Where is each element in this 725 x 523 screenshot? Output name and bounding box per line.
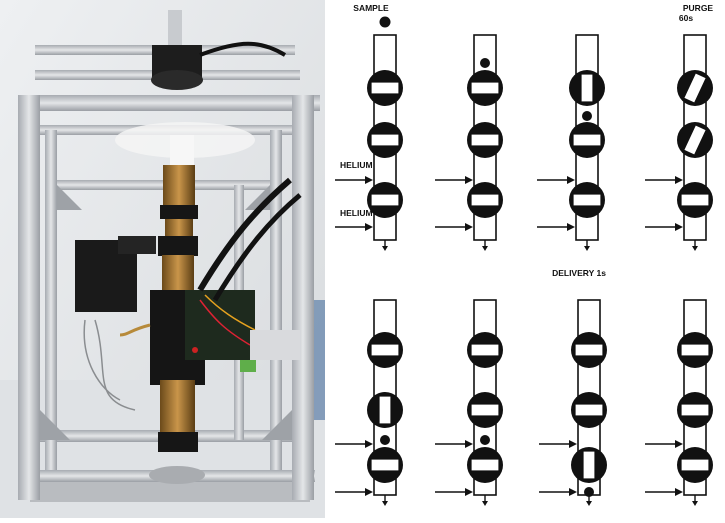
valve-bore-closed [680, 458, 710, 472]
sample-pellet-top [379, 16, 391, 28]
sample-pellet [582, 111, 592, 121]
helium-flow-arrowhead [675, 176, 683, 184]
valve-bore-closed [470, 343, 500, 357]
valve-bore-closed [470, 81, 500, 95]
valve-bore-closed [680, 193, 710, 207]
helium-flow-arrowhead [365, 488, 373, 496]
helium-flow-arrowhead [675, 440, 683, 448]
valve-bore-closed [470, 458, 500, 472]
helium-flow-arrowhead [569, 440, 577, 448]
apparatus-illustration [0, 0, 325, 518]
valve-sequence-diagram: SAMPLE PURGE 60s HELIUM HELIUM DELIVERY … [325, 0, 725, 518]
valve-bore-open [378, 395, 392, 425]
valve-bore-closed [370, 193, 400, 207]
delivery-label: DELIVERY 1s [552, 268, 606, 278]
helium-flow-arrowhead [365, 176, 373, 184]
outlet-arrow [586, 501, 592, 506]
sample-label: SAMPLE [353, 3, 389, 13]
valve-bore-closed [574, 343, 604, 357]
outlet-arrow [692, 246, 698, 251]
valve-bore-closed [370, 343, 400, 357]
helium-flow-arrowhead [675, 223, 683, 231]
helium-flow-arrowhead [569, 488, 577, 496]
purge-label: PURGE [683, 3, 714, 13]
valve-bore-open [682, 123, 708, 157]
valve-bore-closed [680, 343, 710, 357]
sample-pellet [480, 58, 490, 68]
outlet-arrow [584, 246, 590, 251]
helium-flow-arrowhead [465, 176, 473, 184]
valve-bore-open [582, 450, 596, 480]
outlet-arrow [382, 501, 388, 506]
outlet-arrow [482, 501, 488, 506]
valve-bore-open [682, 71, 708, 105]
valve-columns [335, 16, 713, 506]
valve-bore-closed [470, 403, 500, 417]
purge-time-label: 60s [679, 13, 693, 23]
helium-flow-arrowhead [465, 440, 473, 448]
helium-flow-arrowhead [365, 440, 373, 448]
helium-label-lower: HELIUM [340, 208, 373, 218]
valve-bore-closed [370, 81, 400, 95]
helium-flow-arrowhead [465, 488, 473, 496]
valve-bore-closed [370, 133, 400, 147]
helium-flow-arrowhead [567, 223, 575, 231]
outlet-arrow [692, 501, 698, 506]
helium-label-upper: HELIUM [340, 160, 373, 170]
helium-flow-arrowhead [675, 488, 683, 496]
helium-flow-arrowhead [365, 223, 373, 231]
valve-bore-open [580, 73, 594, 103]
valve-bore-closed [572, 133, 602, 147]
valve-bore-closed [572, 193, 602, 207]
helium-flow-arrowhead [465, 223, 473, 231]
valve-bore-closed [574, 403, 604, 417]
valve-bore-closed [470, 193, 500, 207]
valve-bore-closed [680, 403, 710, 417]
diagram-canvas: SAMPLE PURGE 60s HELIUM HELIUM DELIVERY … [335, 3, 714, 506]
outlet-arrow [482, 246, 488, 251]
valve-bore-closed [370, 458, 400, 472]
sample-pellet [480, 435, 490, 445]
apparatus-photo [0, 0, 325, 518]
sample-pellet [584, 487, 594, 497]
sample-pellet [380, 435, 390, 445]
helium-flow-arrowhead [567, 176, 575, 184]
valve-bore-closed [470, 133, 500, 147]
outlet-arrow [382, 246, 388, 251]
